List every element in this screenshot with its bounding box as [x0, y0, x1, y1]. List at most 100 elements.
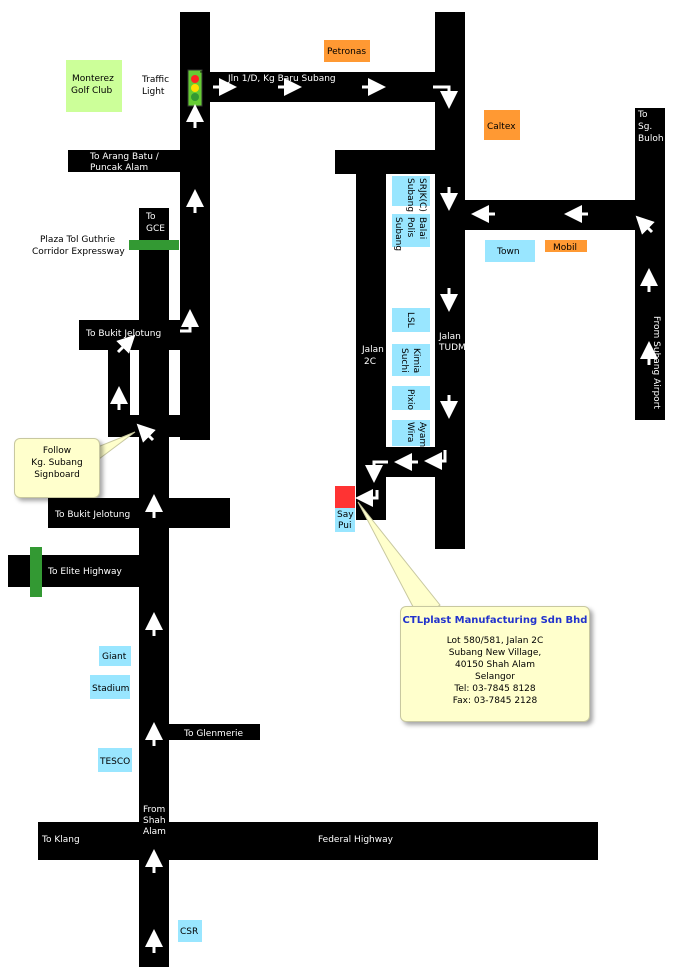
road-label-jalan-2c-1: Jalan	[361, 345, 384, 355]
label-caltex: Caltex	[487, 122, 516, 132]
label-srjk-2: Subang	[405, 178, 415, 212]
road-label-from-shah-alam-1: From	[143, 805, 165, 815]
label-csr: CSR	[180, 927, 198, 937]
arrow-icon	[136, 423, 156, 443]
road-label-bukit-jelotung-upper: To Bukit Jelotung	[85, 329, 161, 339]
elite-highway-marker	[30, 547, 42, 597]
label-monterez-1: Monterez	[72, 74, 114, 84]
company-fax: Fax: 03-7845 2128	[452, 696, 538, 706]
label-kimia: Kimia	[411, 348, 421, 373]
label-traffic-light-1: Traffic	[141, 75, 169, 85]
label-balai: Balai	[417, 217, 427, 239]
road-label-elite-highway: To Elite Highway	[47, 567, 123, 577]
company-address-line3: 40150 Shah Alam	[455, 660, 535, 670]
label-polis: Polis	[405, 217, 415, 238]
company-info-callout: CTLplast Manufacturing Sdn Bhd Lot 580/5…	[400, 606, 590, 722]
company-address-line4: Selangor	[475, 672, 515, 682]
label-plaza-tol-2: Corridor Expressway	[32, 247, 125, 257]
label-mobil: Mobil	[553, 243, 577, 253]
road-label-to-sg-buluh-top: To Sg. Buloh	[197, 17, 207, 73]
road-upper-crossbar	[335, 150, 465, 174]
stadium-box	[90, 675, 130, 699]
road-label-to-klang: To Klang	[41, 835, 80, 845]
label-suchi: Suchi	[399, 348, 409, 373]
traffic-light-icon	[187, 69, 203, 107]
road-federal-highway	[38, 822, 598, 860]
roads	[8, 12, 665, 967]
label-giant: Giant	[102, 652, 127, 662]
road-label-jalan-tudm-2: TUDM	[438, 343, 466, 353]
road-label-jalan-tudm-1: Jalan	[438, 332, 461, 342]
say-pui-box	[335, 508, 355, 532]
road-label-to-sg-buluh-right-2: Sg.	[638, 122, 652, 132]
road-east-connector	[435, 200, 665, 230]
arrow-icon	[635, 215, 655, 235]
label-pixio: Pixio	[405, 389, 415, 411]
mobil-box	[545, 240, 587, 252]
follow-note-line1: Follow	[42, 446, 72, 456]
label-ayam: Ayam	[417, 422, 427, 447]
arrow-icon	[355, 489, 379, 507]
company-address-line2: Subang New Village,	[448, 648, 542, 658]
ayam-wira-box	[392, 420, 430, 446]
company-callout-pointer	[357, 501, 441, 621]
road-to-glenmarie	[139, 724, 260, 740]
town-box	[485, 240, 535, 262]
road-label-jalan-2c-2: 2C	[364, 357, 376, 367]
direction-arrows	[110, 78, 658, 953]
road-label-bukit-jelotung-lower: To Bukit Jelotung	[54, 510, 130, 520]
tesco-box	[98, 748, 132, 772]
monterez-golf-club-box	[66, 60, 122, 112]
road-label-to-gce-2: GCE	[146, 224, 165, 234]
destination-marker	[335, 486, 355, 508]
label-subang: Subang	[393, 217, 403, 251]
road-label-arang-batu-2: Puncak Alam	[90, 163, 148, 173]
label-monterez-2: Golf Club	[71, 86, 112, 96]
toll-plaza-marker	[129, 240, 179, 250]
label-lsl: LSL	[405, 312, 415, 328]
company-name: CTLplast Manufacturing Sdn Bhd	[402, 615, 588, 626]
follow-note: Follow Kg. Subang Signboard	[14, 438, 100, 498]
label-traffic-light-2: Light	[142, 87, 165, 97]
csr-box	[178, 920, 202, 942]
arrow-icon	[116, 334, 136, 354]
petronas-box	[324, 40, 370, 62]
balai-polis-box	[392, 214, 430, 247]
label-say-pui-2: Pui	[338, 521, 351, 531]
road-label-jln-kg-baru-subang: Jln 1/D, Kg Baru Subang	[227, 74, 336, 84]
road-label-glenmarie: To Glenmerie	[183, 729, 244, 739]
road-label-from-shah-alam-3: Alam	[143, 827, 166, 837]
pixio-box	[392, 386, 430, 410]
giant-box	[99, 646, 131, 666]
arrow-icon	[433, 85, 458, 109]
road-label-from-subang-airport: From Subang Airport	[651, 316, 661, 409]
road-to-arang-batu	[68, 150, 210, 172]
kimia-suchi-box	[392, 344, 430, 376]
label-srjk: SRJK(C)	[417, 178, 427, 212]
company-tel: Tel: 03-7845 8128	[454, 684, 536, 694]
arrow-icon	[424, 450, 447, 470]
label-say-pui-1: Say	[337, 510, 354, 520]
label-wira: Wira	[405, 422, 415, 442]
landmarks	[66, 40, 587, 942]
road-from-subang-airport	[635, 108, 665, 420]
label-petronas: Petronas	[327, 47, 366, 57]
label-tesco: TESCO	[99, 757, 130, 767]
road-label-arang-batu-1: To Arang Batu /	[89, 152, 160, 162]
arrow-icon	[180, 309, 199, 333]
road-main-vertical-lower	[139, 415, 169, 967]
caltex-box	[484, 110, 520, 140]
label-plaza-tol-1: Plaza Tol Guthrie	[40, 235, 115, 245]
road-label-to-gce-1: To	[145, 212, 156, 222]
label-town: Town	[496, 247, 520, 257]
road-label-to-sg-buluh-right-1: To	[637, 110, 648, 120]
road-label-from-shah-alam-2: Shah	[143, 816, 166, 826]
follow-note-line3: Signboard	[34, 470, 80, 480]
road-to-bukit-jelotung-lower	[48, 498, 230, 528]
lsl-box	[392, 308, 430, 332]
company-address-line1: Lot 580/581, Jalan 2C	[446, 636, 544, 646]
arrow-icon	[365, 460, 388, 483]
srjk-box	[392, 176, 430, 206]
label-stadium: Stadium	[92, 684, 129, 694]
